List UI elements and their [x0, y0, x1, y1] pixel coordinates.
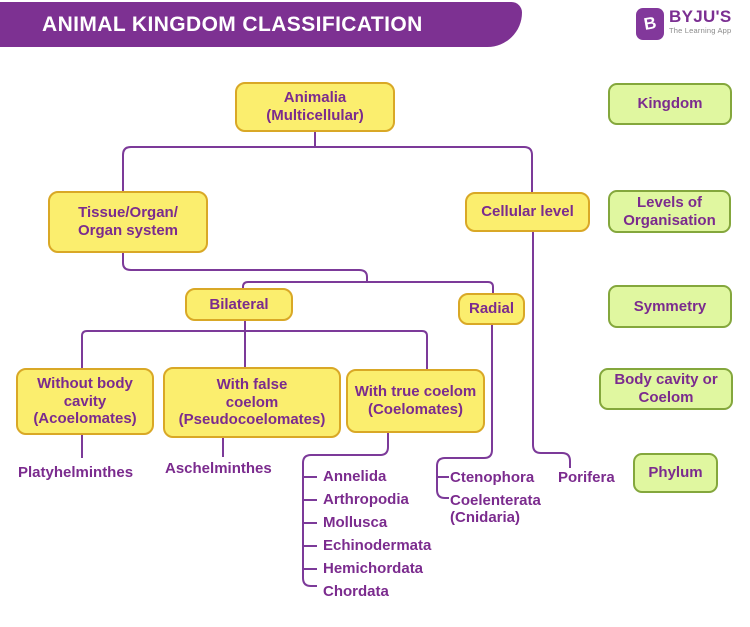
byjus-logo: B BYJU'S The Learning App [636, 8, 732, 40]
coelomate-phyla-list: Annelida Arthropodia Mollusca Echinoderm… [323, 469, 431, 600]
byjus-b-icon: B [636, 8, 664, 40]
page-title: ANIMAL KINGDOM CLASSIFICATION [42, 12, 423, 36]
connector-cellular-porifera [532, 231, 571, 468]
connector-level1-bar [122, 146, 533, 193]
label-arthropodia: Arthropodia [323, 491, 409, 508]
category-kingdom: Kingdom [608, 83, 732, 125]
connector-spine-ticks [303, 476, 317, 570]
label-coelenterata: Coelenterata [450, 492, 541, 509]
node-animalia: Animalia (Multicellular) [235, 82, 395, 132]
label-echinodermata: Echinodermata [323, 537, 432, 554]
label-ctenophora: Ctenophora [450, 469, 535, 486]
brand-name: BYJU'S [669, 7, 732, 26]
connector-symmetry-bar [242, 281, 494, 294]
header-banner: ANIMAL KINGDOM CLASSIFICATION [0, 2, 522, 47]
connector-coelomates-spine [302, 432, 389, 587]
node-coelomates: With true coelom (Coelomates) [346, 369, 485, 433]
label-cnidaria: (Cnidaria) [450, 509, 521, 526]
category-levels-of-organisation: Levels of Organisation [608, 190, 731, 233]
category-phylum: Phylum [633, 453, 718, 493]
node-acoelomates: Without body cavity (Acoelomates) [16, 368, 154, 435]
label-chordata: Chordata [323, 583, 389, 600]
label-mollusca: Mollusca [323, 514, 388, 531]
brand-tagline: The Learning App [669, 26, 732, 35]
node-tissue-organ: Tissue/Organ/ Organ system [48, 191, 208, 253]
label-annelida: Annelida [323, 468, 387, 485]
node-bilateral: Bilateral [185, 288, 293, 321]
node-radial: Radial [458, 293, 525, 325]
node-pseudocoelomates: With false coelom (Pseudocoelomates) [163, 367, 341, 438]
connector-tissue-feeder [122, 252, 368, 283]
connector-coelom-bar [81, 330, 428, 370]
node-cellular-level: Cellular level [465, 192, 590, 232]
label-hemichordata: Hemichordata [323, 560, 424, 577]
category-symmetry: Symmetry [608, 285, 732, 328]
label-porifera: Porifera [558, 469, 615, 486]
category-body-cavity: Body cavity or Coelom [599, 368, 733, 410]
label-aschelminthes: Aschelminthes [165, 460, 272, 477]
connector-radial-bracket [436, 324, 493, 499]
label-platyhelminthes: Platyhelminthes [18, 464, 134, 481]
